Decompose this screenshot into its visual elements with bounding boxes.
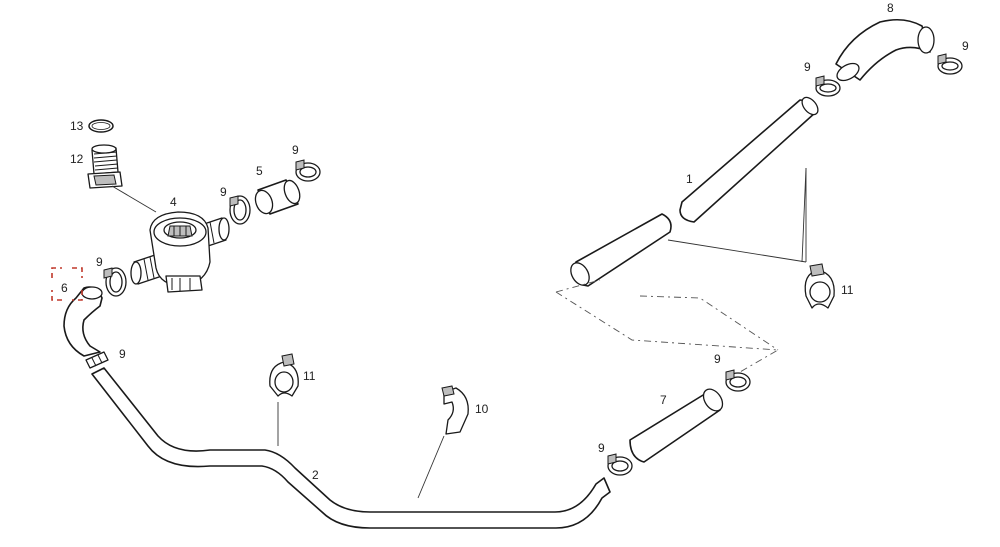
part-9-clamp-e[interactable] (937, 53, 963, 75)
label-part-8: 8 (887, 1, 894, 15)
part-9-clamp-a[interactable] (103, 267, 127, 297)
part-5-short-hose[interactable] (252, 178, 302, 216)
label-part-5: 5 (256, 164, 263, 178)
part-9-clamp-b[interactable] (229, 195, 251, 225)
part-7-short-hose[interactable] (629, 386, 726, 463)
leader-lines (111, 167, 807, 499)
label-part-11-a: 11 (303, 369, 316, 383)
label-part-11-b: 11 (841, 283, 854, 297)
assembly-dash-line (555, 279, 780, 373)
part-4-valve-body[interactable] (130, 211, 230, 293)
label-part-9-e: 9 (804, 60, 811, 74)
label-part-7: 7 (660, 393, 667, 407)
label-part-9-h: 9 (598, 441, 605, 455)
part-1-upper-hose[interactable] (567, 94, 821, 288)
label-part-9-c: 9 (292, 143, 299, 157)
label-part-4: 4 (170, 195, 177, 209)
label-part-10: 10 (475, 402, 489, 416)
part-9-clamp-g[interactable] (607, 453, 633, 476)
label-part-9-f: 9 (962, 39, 969, 53)
part-9-connector-lower[interactable] (85, 351, 109, 369)
part-11-saddle-clamp-left[interactable] (269, 353, 299, 397)
label-part-9-d: 9 (119, 347, 126, 361)
part-9-clamp-d[interactable] (815, 75, 841, 97)
part-9-clamp-f[interactable] (725, 369, 751, 392)
label-part-9-b: 9 (220, 185, 227, 199)
part-12-filter[interactable] (87, 144, 123, 189)
part-11-saddle-clamp-right[interactable] (804, 263, 835, 309)
part-6-elbow-hose[interactable] (63, 286, 103, 357)
label-part-13: 13 (70, 119, 84, 133)
part-labels: 1 2 4 5 6 7 8 9 9 9 9 9 9 9 9 10 11 11 1… (61, 1, 969, 482)
label-part-9-a: 9 (96, 255, 103, 269)
label-part-1: 1 (686, 172, 693, 186)
label-part-2: 2 (312, 468, 319, 482)
label-part-6: 6 (61, 281, 68, 295)
part-13-o-ring[interactable] (88, 119, 114, 133)
part-2-lower-hose[interactable] (91, 367, 611, 529)
part-10-bracket[interactable] (441, 385, 469, 435)
label-part-9-g: 9 (714, 352, 721, 366)
label-part-12: 12 (70, 152, 84, 166)
part-6-highlight-bracket (51, 267, 83, 301)
part-9-clamp-c[interactable] (295, 159, 321, 182)
part-8-upper-elbow[interactable] (834, 18, 935, 84)
